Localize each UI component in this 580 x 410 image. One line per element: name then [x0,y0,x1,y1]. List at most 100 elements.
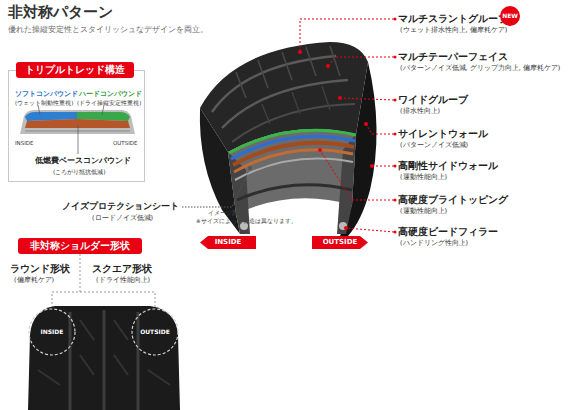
leader-line [300,19,394,52]
section-outline [20,110,135,134]
shoulder-circle [29,309,75,355]
callout-label: マルチテーパーフェイス [398,52,508,62]
leader-dot [344,226,348,230]
direction-arrow: OUTSIDE [312,236,368,249]
base-compound-layer [25,119,130,128]
slant-groove [38,370,60,385]
tire-body [200,42,377,236]
node-text: (ウェット制動性重視) [15,101,73,107]
leader-dot [318,148,322,152]
leader-dot [326,64,330,68]
callout-label: 高剛性サイドウォール [398,161,498,171]
heading-band: 非対称ショルダー形状 [18,238,142,254]
node-text: 低燃費ベースコンパウンド [35,157,131,165]
tire-tread [28,306,180,410]
callout-leaders [300,19,394,232]
slant-groove [80,320,94,340]
new-badge: NEW [500,6,520,26]
tread-cross-section [20,105,135,154]
leader-dot [394,56,397,59]
leader-line [182,168,250,207]
callout-label: 優れた操縦安定性とスタイリッシュなデザインを両立。 [8,26,208,34]
callout-label: (パターンノイズ低減) [400,142,468,149]
slant-groove [148,370,170,385]
callout-label: ノイズプロテクションシート [62,202,179,211]
leader-line [340,98,394,100]
callout-label: (ウェット排水性向上, 偏摩耗ケア) [400,27,507,34]
belt-layer [233,143,354,165]
direction-arrow: INSIDE [200,236,256,249]
leader-dot [364,122,368,126]
slant-groove [262,104,270,124]
callout-label: マルチスラントグルーブ [398,14,508,24]
callout-label: ※サイズによって構造は異なります。 [196,219,297,225]
callout-label: (運動性能向上) [400,174,447,181]
leader-line [78,125,79,154]
slant-groove [114,355,128,375]
node-text: (ドライ操縦安定性重視) [77,101,141,107]
callout-label: 高硬度ビードフィラー [398,227,498,237]
leader-line [102,105,104,115]
leader-dot [248,166,252,170]
callout-label: ラウンド形状 [10,264,70,274]
shoulder-circle [132,309,178,355]
direction-arrow [200,236,256,249]
node-text: INSIDE [215,239,242,246]
node-text: INSIDE [41,329,64,335]
leader-dot [394,165,397,168]
node-text: ハードコンパウンド [79,91,142,98]
callout-label: (ハンドリング性向上) [400,240,468,247]
node-text: INSIDE [15,141,34,147]
node-text: OUTSIDE [113,141,138,147]
node-text: OUTSIDE [323,239,358,246]
callout-label: ワイドグルーブ [398,95,468,105]
shoulder-tire [28,306,180,410]
node-text: トリプルトレッド構造 [25,65,125,75]
callout-label: 高硬度ブライトッピング [398,195,508,205]
node-text: (ころがり抵抗低減) [53,169,106,175]
callout-label: (偏摩耗ケア) [14,277,54,284]
slant-groove [306,47,316,76]
section-line [25,131,130,132]
node-text: ソフトコンパウンド [15,91,78,98]
bead [339,222,347,230]
heading-band: トリプルトレッド構造 [16,62,134,78]
shoulder-circle: OUTSIDE [131,308,179,356]
tread-groove [137,312,140,410]
callout-label: (ドライ性能向上) [96,277,150,284]
tread-groove [69,312,72,410]
ply-layer [235,159,353,180]
leader-dot [370,164,374,168]
leader-dot [394,231,397,234]
callout-label: サイレントウォール [398,129,488,139]
callout-label: (排水性向上) [400,108,440,115]
leader-line [328,57,394,66]
bracket-line [52,292,155,308]
leader-dot [394,18,397,21]
slant-groove [236,72,246,98]
wide-groove [222,80,348,128]
leader-dots [298,18,397,234]
new-badge-circle [500,6,520,26]
node-text: 非対称ショルダー形状 [30,241,130,251]
inner-liner [237,185,352,200]
leader-dot [394,133,397,136]
callout-label: スクエア形状 [92,264,152,274]
slant-groove [80,355,94,375]
diagram-title: 非対称パターン [8,5,113,20]
slant-groove [114,320,128,340]
slant-groove [322,86,330,110]
leader-line [366,124,394,134]
direction-arrow [312,236,368,249]
slant-groove [258,60,268,88]
node-text: OUTSIDE [140,329,170,335]
leader-dot [394,99,397,102]
tread-groove [103,310,106,410]
leader-line [372,166,394,167]
bracket-line [80,254,81,292]
leader-dot [298,50,302,54]
leader-line [320,150,394,200]
node-text: NEW [502,13,518,19]
callout-label: イメージ図 [208,210,238,216]
